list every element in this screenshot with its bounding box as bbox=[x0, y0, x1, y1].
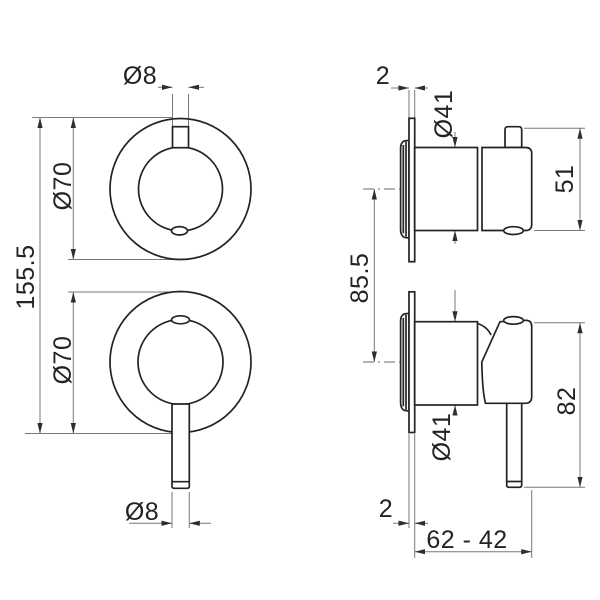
side-lower-top-detail bbox=[502, 315, 525, 326]
side-lower-neck-curve bbox=[477, 322, 492, 336]
front-dimension-lines bbox=[25, 84, 211, 528]
dim-label-flange-lower: Ø70 bbox=[49, 336, 77, 385]
side-upper-control bbox=[399, 117, 533, 263]
front-upper-bottom-detail bbox=[170, 225, 189, 236]
side-upper-inwall-cup bbox=[399, 139, 410, 239]
side-view: 2 Ø41 51 85.5 Ø41 82 2 62 - 42 bbox=[346, 62, 585, 558]
dim-label-knob-height: 51 bbox=[551, 165, 579, 194]
dim-label-plate-upper: 2 bbox=[376, 62, 390, 90]
dim-label-plate-lower: 2 bbox=[379, 495, 393, 523]
front-lower-lever-handle bbox=[171, 403, 191, 490]
side-upper-bottom-detail bbox=[502, 225, 525, 236]
side-lower-body bbox=[413, 320, 479, 406]
side-lower-lever-handle bbox=[505, 402, 523, 489]
side-upper-rear-section bbox=[481, 146, 533, 232]
dim-label-center-distance: 85.5 bbox=[346, 253, 374, 304]
dim-label-depth-range: 62 - 42 bbox=[426, 526, 507, 554]
side-lower-lever-hub bbox=[480, 319, 533, 405]
side-lower-wall-plate bbox=[408, 290, 416, 434]
dim-label-lever-height: 82 bbox=[553, 387, 581, 416]
front-upper-knob-stem bbox=[171, 125, 190, 149]
front-upper-flange-circle bbox=[109, 117, 252, 261]
front-lower-top-detail bbox=[170, 314, 191, 325]
dim-label-stem-top: Ø8 bbox=[123, 62, 157, 90]
side-dimension-lines bbox=[371, 85, 585, 558]
dim-label-body-lower: Ø41 bbox=[428, 413, 456, 462]
dim-label-flange-upper: Ø70 bbox=[49, 162, 77, 211]
side-lower-control bbox=[399, 290, 533, 489]
front-upper-control bbox=[109, 117, 252, 261]
dim-label-body-upper: Ø41 bbox=[430, 90, 458, 139]
front-lower-body-circle bbox=[137, 318, 224, 406]
side-lower-inwall-cup bbox=[399, 312, 410, 412]
front-view: Ø8 Ø70 155.5 Ø70 Ø8 bbox=[12, 62, 252, 528]
front-lower-control bbox=[109, 290, 252, 490]
front-upper-body-circle bbox=[137, 146, 224, 232]
dim-label-lever-bottom: Ø8 bbox=[125, 498, 159, 526]
side-upper-wall-plate bbox=[408, 117, 416, 263]
side-upper-knob bbox=[504, 125, 523, 149]
side-upper-body bbox=[413, 146, 479, 232]
dim-label-total-height: 155.5 bbox=[12, 244, 40, 309]
